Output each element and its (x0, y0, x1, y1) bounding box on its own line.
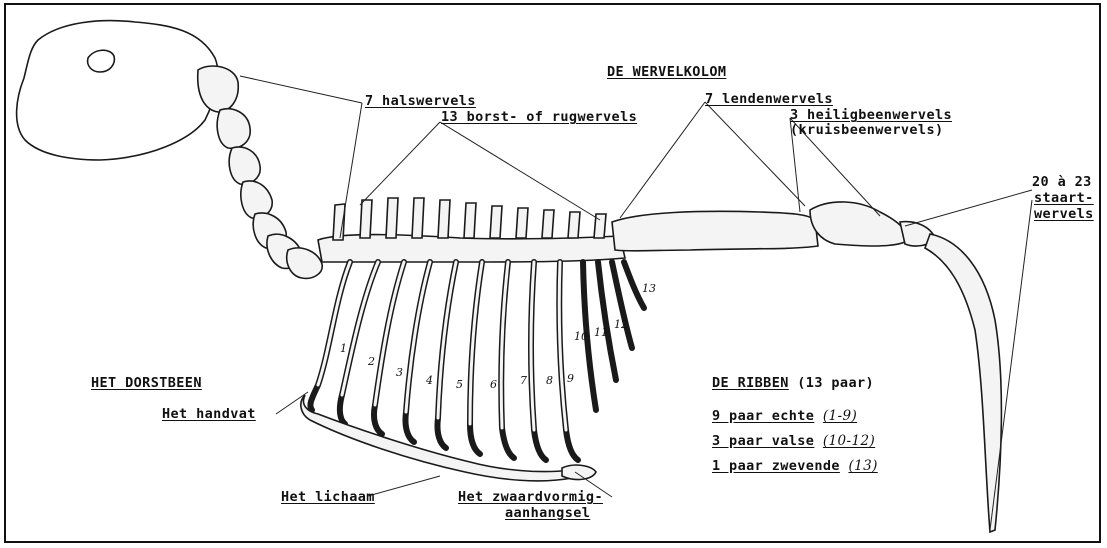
label-xiphoid-2: aanhangsel (505, 505, 590, 521)
label-sacral-vertebrae: 3 heiligbeenwervels (790, 107, 952, 123)
label-sternum-handle: Het handvat (162, 406, 256, 422)
label-caudal-count: 20 à 23 (1032, 174, 1092, 190)
label-xiphoid-1: Het zwaardvormig- (458, 489, 603, 505)
label-false-ribs: 3 paar valse (712, 433, 814, 449)
rib-number-4: 4 (425, 374, 433, 387)
ribs-true-group: 9 paar echte (1-9) (712, 408, 857, 424)
vertebral-column (318, 202, 935, 262)
rib-number-3: 3 (396, 366, 403, 379)
leader-lines (240, 76, 1032, 530)
rib-number-2: 2 (367, 355, 375, 368)
ribs-false-group: 3 paar valse (10-12) (712, 433, 875, 449)
eye-orbit (88, 50, 115, 72)
rib-number-5: 5 (456, 378, 463, 391)
diagram-title: DE WERVELKOLOM (607, 64, 726, 80)
label-ribs-count: (13 paar) (797, 375, 874, 391)
label-caudal-word-1: staart- (1034, 190, 1094, 206)
rib-number-13: 13 (642, 282, 656, 295)
rib-number-11: 11 (594, 326, 608, 339)
label-sternum-body: Het lichaam (281, 489, 375, 505)
cervical-vertebrae (198, 66, 322, 278)
label-cervical-vertebrae: 7 halswervels (365, 93, 476, 109)
thoracic-spines (333, 198, 606, 240)
rib-number-7: 7 (520, 374, 527, 387)
xiphoid-process (562, 465, 596, 479)
skull (17, 21, 218, 160)
rib-number-10: 10 (574, 330, 588, 343)
ribs-floating-group: 1 paar zwevende (13) (712, 458, 878, 474)
label-true-ribs-range: (1-9) (823, 408, 857, 424)
label-sacral-vertebrae-alt: (kruisbeenwervels) (790, 122, 944, 138)
rib-number-8: 8 (546, 374, 553, 387)
rib-number-9: 9 (567, 372, 574, 385)
rib-number-6: 6 (490, 378, 497, 391)
label-lumbar-vertebrae: 7 lendenwervels (705, 91, 833, 107)
label-floating-ribs: 1 paar zwevende (712, 458, 840, 474)
label-sternum-heading: HET DORSTBEEN (91, 375, 202, 391)
label-false-ribs-range: (10-12) (823, 433, 875, 449)
label-caudal-word-2: wervels (1034, 206, 1094, 222)
ribs-heading-group: DE RIBBEN (13 paar) (712, 375, 874, 391)
label-floating-ribs-range: (13) (848, 458, 877, 474)
rib-number-1: 1 (340, 342, 347, 355)
label-ribs-heading: DE RIBBEN (712, 375, 789, 391)
label-thoracic-vertebrae: 13 borst- of rugwervels (441, 109, 637, 125)
rib-number-12: 12 (614, 318, 628, 331)
tail (925, 234, 1001, 532)
label-true-ribs: 9 paar echte (712, 408, 814, 424)
